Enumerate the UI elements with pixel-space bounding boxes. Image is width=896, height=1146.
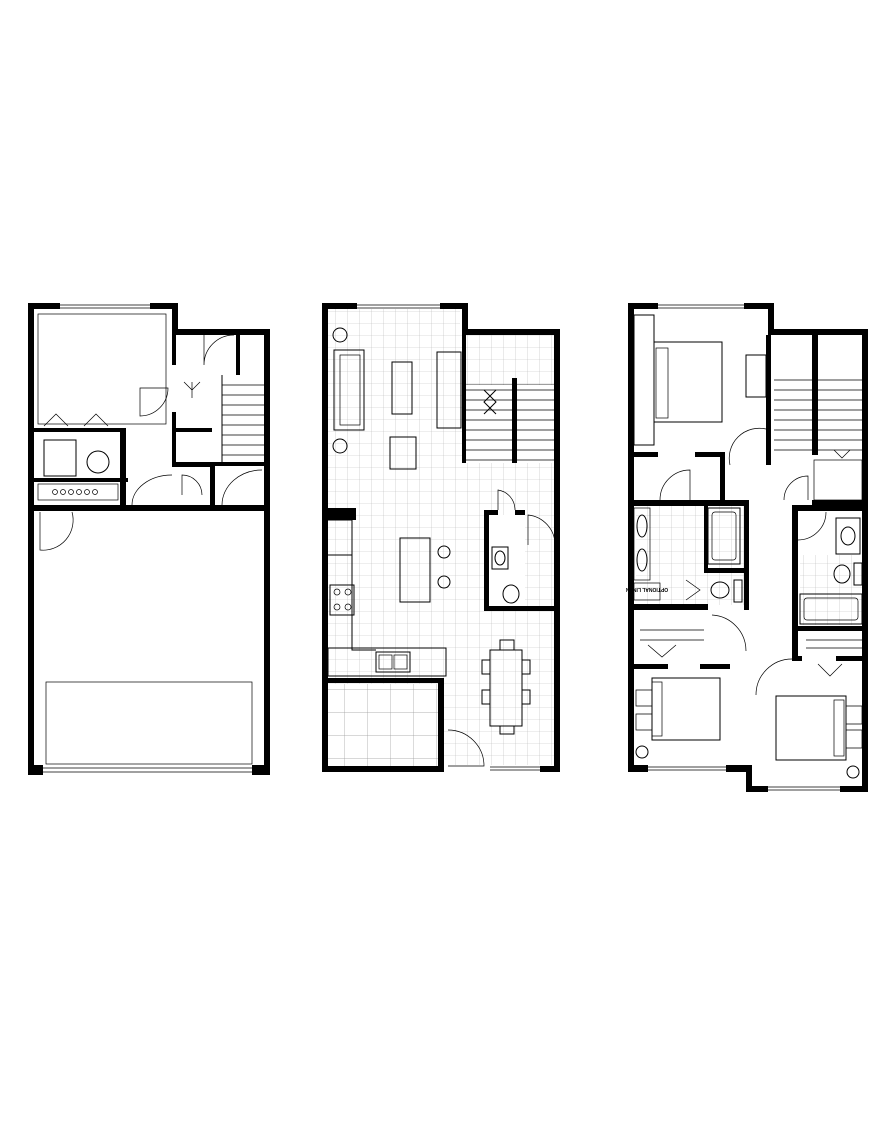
- coffee-table: [391, 361, 413, 415]
- linen-closet: [633, 582, 661, 601]
- linen-label: OPTIONAL LINEN: [626, 586, 669, 592]
- sink: [835, 517, 861, 555]
- toilet: [502, 584, 520, 604]
- toilet: [710, 581, 730, 599]
- water-heater: [43, 439, 77, 477]
- sink: [491, 546, 509, 570]
- door: [39, 511, 74, 551]
- furnace: [86, 450, 110, 474]
- deck: [328, 684, 438, 766]
- door: [139, 387, 169, 417]
- door: [181, 474, 203, 496]
- sink: [636, 548, 648, 572]
- sink: [375, 651, 411, 673]
- bed-primary: [633, 314, 767, 446]
- shelving: [37, 483, 119, 501]
- bed-3: [775, 695, 863, 779]
- toilet: [833, 564, 851, 584]
- sink: [636, 514, 648, 538]
- plan-level-2: [322, 303, 560, 772]
- stair: [183, 375, 264, 462]
- garage-door-outline: [45, 681, 253, 765]
- armchair: [389, 436, 417, 470]
- door: [203, 334, 235, 366]
- range: [329, 584, 355, 616]
- bathtub: [707, 507, 741, 565]
- bathtub: [799, 593, 863, 625]
- bed-2: [635, 677, 721, 759]
- door: [131, 474, 173, 506]
- plan-level-3: OPTIONAL LINEN: [626, 303, 868, 792]
- plan-level-1: [28, 303, 270, 775]
- kitchen-island: [399, 537, 431, 603]
- media-console: [436, 351, 462, 429]
- door: [221, 469, 263, 506]
- sofa: [332, 327, 365, 454]
